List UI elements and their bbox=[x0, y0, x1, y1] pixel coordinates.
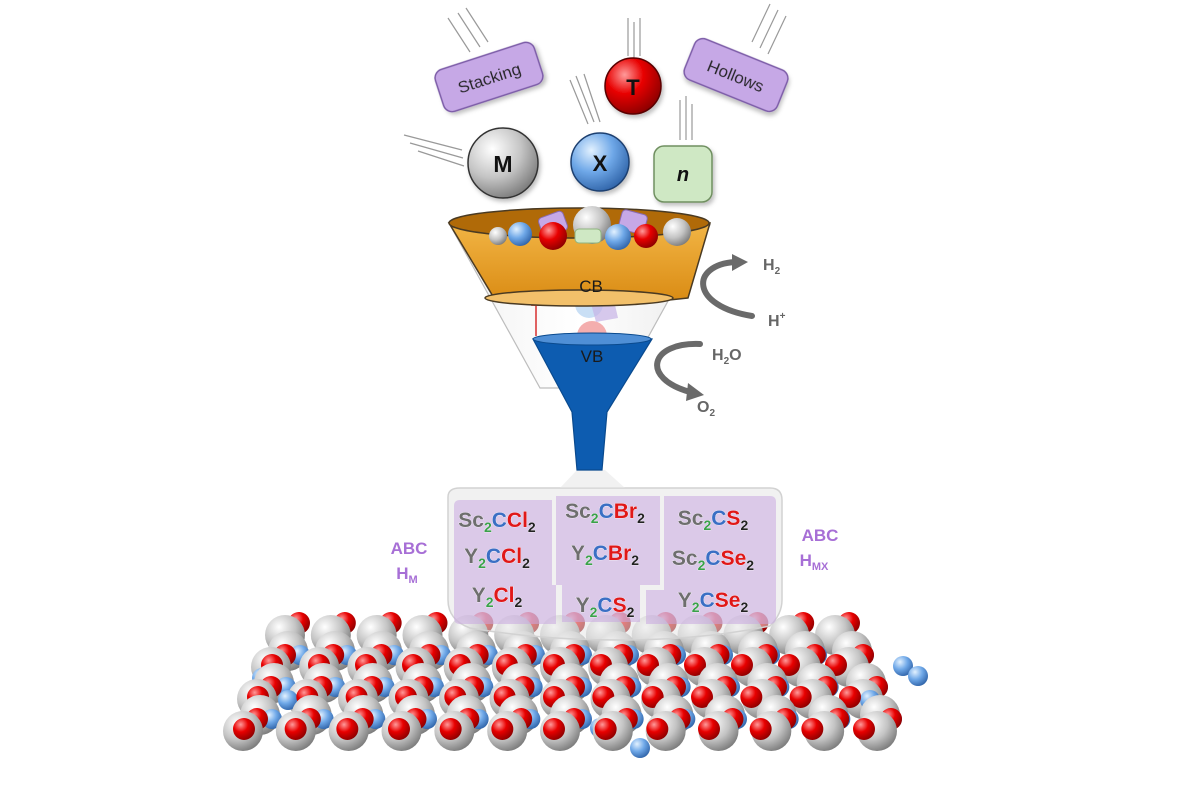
formula-col2-0: Sc2CBr2 bbox=[565, 500, 645, 526]
slab-atom bbox=[801, 718, 824, 740]
slab-atom bbox=[698, 718, 720, 740]
stacking-tag: Stacking bbox=[434, 7, 544, 113]
slab-atom bbox=[278, 690, 298, 710]
formula-col1-0: Sc2CCl2 bbox=[458, 509, 536, 535]
slab-atom bbox=[336, 718, 359, 740]
n-label: n bbox=[677, 164, 689, 186]
t-ball: T bbox=[604, 18, 662, 115]
side-label-right-top: ABC bbox=[802, 526, 839, 545]
h2-label: H2 bbox=[763, 257, 781, 277]
slab-atom bbox=[839, 686, 861, 708]
slab-atom bbox=[594, 718, 617, 740]
side-label-left-top: ABC bbox=[391, 539, 428, 558]
formula-panel bbox=[447, 470, 783, 641]
x-ball: X bbox=[569, 73, 630, 192]
slab-atom bbox=[908, 666, 928, 686]
slab-atom bbox=[731, 654, 753, 676]
h2o-label: H2O bbox=[712, 347, 742, 367]
m-label: M bbox=[493, 151, 512, 177]
formula-col2-2: Y2CS2 bbox=[576, 594, 635, 620]
slab-atom bbox=[262, 709, 282, 729]
slab-atom bbox=[233, 718, 255, 740]
formula-col1-1: Y2CCl2 bbox=[464, 545, 530, 571]
formula-col1-2: Y2Cl2 bbox=[472, 584, 523, 610]
funnel: CB VB bbox=[447, 206, 712, 471]
side-label-right-base: H bbox=[800, 551, 812, 570]
cb-label: CB bbox=[579, 277, 603, 296]
slab-atom bbox=[749, 718, 772, 740]
t-label: T bbox=[626, 75, 640, 100]
side-label-right-sub: MX bbox=[812, 561, 829, 573]
svg-text:HMX: HMX bbox=[800, 551, 829, 573]
slab-atom bbox=[388, 718, 410, 740]
formula-col3-0: Sc2CS2 bbox=[678, 507, 749, 533]
formula-col3-1: Sc2CSe2 bbox=[672, 547, 754, 573]
oxygen-evolution-arrow bbox=[654, 340, 704, 401]
hydrogen-evolution-arrow bbox=[700, 254, 755, 319]
slab-atom bbox=[684, 654, 706, 676]
slab-atom bbox=[439, 718, 462, 740]
svg-text:HM: HM bbox=[396, 564, 417, 586]
side-label-left: ABC HM bbox=[391, 539, 428, 586]
slab-atom bbox=[284, 718, 307, 740]
slab-atom bbox=[646, 718, 669, 740]
slab-atom bbox=[778, 654, 800, 676]
side-label-right: ABC HMX bbox=[800, 526, 839, 573]
x-label: X bbox=[593, 151, 608, 176]
slab-atom bbox=[543, 718, 565, 740]
slab-atom bbox=[691, 686, 713, 708]
n-tag: n bbox=[653, 96, 713, 203]
formula-col3-2: Y2CSe2 bbox=[678, 589, 749, 615]
o2-label: O2 bbox=[697, 399, 715, 419]
side-label-left-sub: M bbox=[409, 574, 418, 586]
slab-atom bbox=[853, 718, 875, 740]
side-label-left-base: H bbox=[396, 564, 408, 583]
formula-col2-1: Y2CBr2 bbox=[571, 542, 639, 568]
h-plus-label: H+ bbox=[768, 311, 786, 330]
atomic-slab bbox=[223, 612, 928, 758]
m-ball: M bbox=[403, 127, 539, 199]
slab-atom bbox=[630, 738, 650, 758]
slab-atom bbox=[740, 686, 763, 708]
slab-atom bbox=[491, 718, 514, 740]
hollows-tag: Hollows bbox=[683, 3, 789, 113]
funnel-contents bbox=[489, 206, 691, 250]
slab-atom bbox=[893, 656, 913, 676]
vb-label: VB bbox=[581, 347, 604, 366]
slab-atom bbox=[789, 686, 812, 708]
